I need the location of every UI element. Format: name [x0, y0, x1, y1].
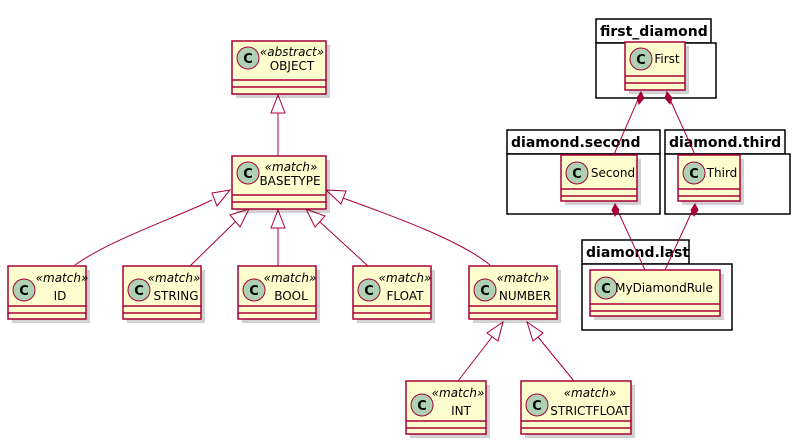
svg-text:C: C: [417, 399, 427, 414]
svg-text:C: C: [19, 284, 29, 299]
edge-float-basetype: [319, 221, 369, 267]
class-icon: [629, 47, 653, 71]
svg-text:C: C: [134, 284, 144, 299]
inherit-arrow-id: [211, 189, 232, 207]
class-number[interactable]: C «match» NUMBER: [468, 265, 561, 323]
composition-diamond-third: [690, 203, 699, 217]
class-stereotype: «match»: [432, 386, 485, 400]
class-mydiamondrule[interactable]: C MyDiamondRule: [589, 269, 724, 320]
inherit-arrow-bool: [270, 208, 286, 229]
composition-diamond-second: [611, 203, 620, 217]
class-stereotype: «match»: [497, 271, 550, 285]
class-bool[interactable]: C «match» BOOL: [237, 265, 320, 323]
class-name: MyDiamondRule: [615, 281, 713, 295]
class-icon: [410, 393, 434, 417]
class-name: STRING: [153, 289, 198, 303]
class-icon: [236, 161, 260, 185]
svg-text:C: C: [601, 282, 611, 297]
class-icon: [127, 278, 151, 302]
edge-second-mydiamondrule: [615, 206, 646, 271]
class-second[interactable]: C Second: [560, 154, 641, 205]
edge-id-basetype: [74, 199, 213, 266]
class-icon: [236, 46, 260, 70]
class-name: INT: [451, 404, 472, 418]
class-name: ID: [54, 289, 67, 303]
class-name: BASETYPE: [259, 174, 320, 188]
class-icon: [682, 161, 706, 185]
edge-first-third: [667, 94, 698, 160]
edge-first-second: [611, 94, 641, 160]
svg-text:C: C: [249, 284, 259, 299]
edge-string-basetype: [189, 221, 236, 267]
composition-diamond-first-second: [636, 91, 645, 106]
package-title-diamond-second: diamond.second: [511, 135, 641, 151]
class-name: Third: [706, 166, 738, 180]
class-name: STRICTFLOAT: [550, 404, 630, 418]
class-string[interactable]: C «match» STRING: [122, 265, 205, 323]
class-icon: [357, 278, 381, 302]
class-name: OBJECT: [270, 59, 315, 73]
edge-strictfloat-number: [537, 336, 575, 382]
class-strictfloat[interactable]: C «match» STRICTFLOAT: [520, 380, 635, 438]
class-float[interactable]: C «match» FLOAT: [352, 265, 435, 323]
class-object[interactable]: C «abstract» OBJECT: [231, 40, 330, 98]
class-stereotype: «match»: [564, 386, 617, 400]
class-stereotype: «match»: [148, 271, 201, 285]
class-stereotype: «abstract»: [260, 45, 324, 59]
class-icon: [594, 276, 618, 300]
inherit-arrow-number: [324, 189, 347, 205]
class-stereotype: «match»: [264, 271, 317, 285]
class-name: First: [654, 52, 680, 66]
svg-text:C: C: [532, 399, 542, 414]
class-stereotype: «match»: [265, 160, 318, 174]
class-basetype[interactable]: C «match» BASETYPE: [231, 155, 330, 213]
package-title-first-diamond: first_diamond: [600, 24, 708, 40]
class-icon: [242, 278, 266, 302]
inherit-arrow-float: [304, 208, 326, 228]
inherit-arrow-int: [486, 320, 504, 342]
edge-number-basetype: [342, 197, 491, 266]
inherit-arrow-object: [270, 93, 286, 114]
class-stereotype: «match»: [36, 271, 89, 285]
class-icon: [565, 161, 589, 185]
class-name: NUMBER: [499, 289, 551, 303]
svg-text:C: C: [243, 167, 253, 182]
edge-int-number: [457, 336, 493, 382]
svg-text:C: C: [243, 52, 253, 67]
class-third[interactable]: C Third: [677, 154, 744, 205]
class-name: Second: [591, 166, 635, 180]
inheritance-edges: [74, 93, 575, 382]
class-id[interactable]: C «match» ID: [7, 265, 90, 323]
svg-text:C: C: [572, 167, 582, 182]
composition-diamond-first-third: [664, 90, 673, 106]
class-first[interactable]: C First: [624, 41, 689, 94]
svg-text:C: C: [364, 284, 374, 299]
class-icon: [525, 393, 549, 417]
class-int[interactable]: C «match» INT: [405, 380, 490, 438]
class-name: BOOL: [274, 289, 308, 303]
class-icon: [473, 278, 497, 302]
class-name: FLOAT: [386, 289, 424, 303]
svg-text:C: C: [480, 284, 490, 299]
class-icon: [12, 278, 36, 302]
inherit-arrow-strictfloat: [526, 320, 544, 342]
svg-text:C: C: [689, 167, 699, 182]
composition-edges: [611, 90, 699, 271]
class-stereotype: «match»: [379, 271, 432, 285]
edge-third-mydiamondrule: [664, 206, 695, 271]
inherit-arrow-string: [229, 208, 250, 228]
svg-text:C: C: [636, 53, 646, 68]
package-title-diamond-third: diamond.third: [669, 135, 781, 151]
